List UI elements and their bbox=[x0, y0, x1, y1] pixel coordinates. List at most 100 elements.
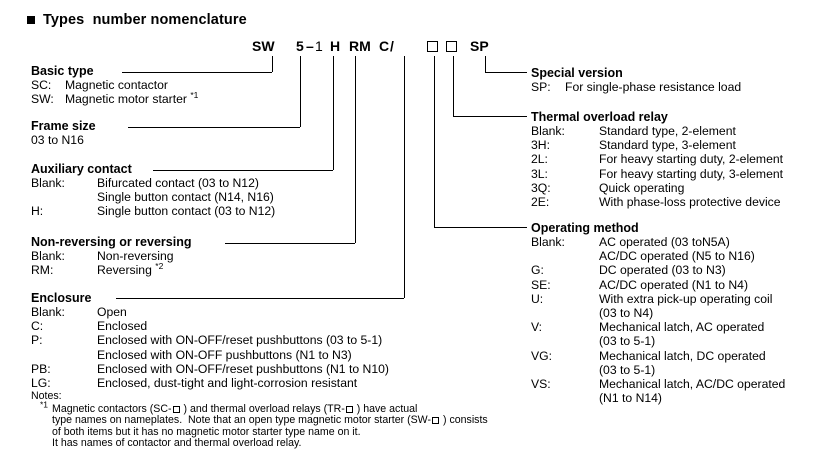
enclosure-option-code: PB: bbox=[31, 361, 51, 376]
operating-method-option: Blank: AC operated (03 toN5A) bbox=[531, 235, 785, 249]
enclosure-option: Enclosed with ON-OFF pushbuttons (N1 to … bbox=[31, 348, 389, 362]
auxiliary-contact-option: H: Single button contact (03 to N12) bbox=[31, 204, 275, 218]
filled-square-bullet-icon bbox=[27, 16, 35, 24]
inline-placeholder-box bbox=[172, 405, 180, 413]
operating-method-option: SE:AC/DC operated (N1 to N4) bbox=[531, 278, 785, 292]
operating-method-option-code bbox=[531, 391, 599, 405]
basic-type-option-code: SW: bbox=[31, 92, 54, 107]
code-token-C: C bbox=[379, 38, 390, 54]
leader-enclosure-horizontal bbox=[116, 298, 404, 299]
leader-thermal-relay-horizontal bbox=[453, 116, 527, 117]
operating-method-option: (03 to 5-1) bbox=[531, 334, 785, 348]
auxiliary-contact-option-code: Blank: bbox=[31, 176, 65, 190]
note-line: of both items but it has no magnetic mot… bbox=[52, 425, 361, 438]
code-token-: / bbox=[390, 38, 394, 54]
leader-frame-size-vertical bbox=[300, 56, 301, 127]
frame-size-option: 03 to N16 bbox=[31, 133, 96, 147]
enclosure-option: LG: Enclosed, dust-tight and light-corros… bbox=[31, 376, 389, 390]
leader-enclosure-vertical bbox=[404, 56, 405, 298]
page-title: Types number nomenclature bbox=[43, 12, 247, 28]
leader-frame-size-horizontal bbox=[128, 127, 300, 128]
auxiliary-contact-option-desc: Single button contact (N14, N16) bbox=[97, 190, 274, 205]
enclosure-option-desc: Enclosed with ON-OFF/reset pushbuttons (… bbox=[97, 333, 383, 348]
code-token-: – bbox=[306, 38, 314, 54]
basic-type-option-desc: Magnetic motor starter *1 bbox=[65, 90, 199, 107]
basic-type-heading: Basic type bbox=[31, 64, 94, 78]
note-marker: *1 bbox=[39, 399, 48, 410]
leader-non-reversing-horizontal bbox=[225, 243, 355, 244]
thermal-overload-relay-option-desc: For heavy starting duty, 3-element bbox=[599, 166, 784, 181]
special-version-heading: Special version bbox=[531, 66, 623, 80]
non-reversing-or-reversing-option-desc: Non-reversing bbox=[97, 249, 174, 263]
non-reversing-or-reversing-option: RM:Reversing *2 bbox=[31, 261, 191, 278]
operating-method-option-desc: AC operated (03 toN5A) bbox=[599, 235, 730, 249]
operating-method-option: G:DC operated (03 to N3) bbox=[531, 263, 785, 277]
auxiliary-contact-option: Single button contact (N14, N16) bbox=[31, 190, 275, 204]
inline-placeholder-box bbox=[345, 405, 353, 413]
leader-non-reversing-vertical bbox=[355, 56, 356, 243]
code-placeholder-box-1 bbox=[427, 41, 438, 52]
leader-operating-horizontal bbox=[434, 227, 527, 228]
frame-size-option-code: 03 to N16 bbox=[31, 133, 84, 147]
leader-auxiliary-vertical bbox=[333, 56, 334, 170]
enclosure-option-code: C: bbox=[31, 319, 44, 334]
enclosure-option-code: LG: bbox=[31, 376, 51, 391]
operating-method-option-code bbox=[531, 363, 599, 377]
thermal-overload-relay-option: 2L:For heavy starting duty, 2-element bbox=[531, 152, 783, 166]
thermal-overload-relay-option: 3Q:Quick operating bbox=[531, 181, 783, 195]
enclosure-option: P: Enclosed with ON-OFF/reset pushbuttons… bbox=[31, 333, 389, 347]
operating-method-option-code: U: bbox=[531, 291, 544, 306]
thermal-overload-relay-option-code: 2L: bbox=[531, 152, 548, 167]
footnote-ref-2: *2 bbox=[155, 261, 164, 272]
footnote-ref-1: *1 bbox=[190, 90, 199, 101]
enclosure-option: Blank: Open bbox=[31, 305, 389, 319]
enclosure-heading: Enclosure bbox=[31, 291, 92, 305]
enclosure-option-code: P: bbox=[31, 333, 43, 348]
operating-method-option: U: With extra pick-up operating coil bbox=[531, 292, 785, 306]
operating-method-option-desc: Mechanical latch, AC operated bbox=[599, 320, 765, 335]
code-token-H: H bbox=[330, 38, 341, 54]
operating-method-option-desc: DC operated (03 to N3) bbox=[599, 263, 726, 278]
basic-type-option: SC:Magnetic contactor bbox=[31, 78, 198, 92]
operating-method-option-desc: With extra pick-up operating coil bbox=[599, 291, 773, 306]
thermal-overload-relay-option: Blank:Standard type, 2-element bbox=[531, 124, 783, 138]
operating-method-option-code bbox=[531, 306, 599, 320]
operating-method-option-code: VS: bbox=[531, 377, 551, 392]
thermal-overload-relay-option: 2E: With phase-loss protective device bbox=[531, 195, 783, 209]
auxiliary-contact-option-desc: Single button contact (03 to N12) bbox=[97, 204, 276, 219]
operating-method-option: AC/DC operated (N5 to N16) bbox=[531, 249, 785, 263]
enclosure-option-code: Blank: bbox=[31, 305, 65, 319]
code-token-5: 5 bbox=[296, 38, 304, 54]
code-placeholder-box-2 bbox=[446, 41, 457, 52]
thermal-overload-relay-option-code: 2E: bbox=[531, 195, 550, 210]
operating-method-option: (03 to N4) bbox=[531, 306, 785, 320]
thermal-overload-relay-option-code: 3Q: bbox=[531, 180, 551, 195]
thermal-overload-relay-option-desc: With phase-loss protective device bbox=[599, 195, 781, 210]
auxiliary-contact-option-code: H: bbox=[31, 204, 44, 219]
operating-method-heading: Operating method bbox=[531, 221, 639, 235]
enclosure-option-desc: Enclosed with ON-OFF pushbuttons (N1 to … bbox=[97, 347, 352, 362]
enclosure-option-desc: Enclosed, dust-tight and light-corrosion… bbox=[97, 376, 358, 391]
operating-method-option: VS:Mechanical latch, AC/DC operated bbox=[531, 377, 785, 391]
operating-method-option-desc: AC/DC operated (N5 to N16) bbox=[599, 249, 755, 264]
operating-method-option-code: Blank: bbox=[531, 235, 565, 249]
thermal-overload-relay-option-code: Blank: bbox=[531, 124, 565, 138]
enclosure-option-desc: Open bbox=[97, 305, 127, 319]
operating-method-option: (03 to 5-1) bbox=[531, 363, 785, 377]
code-token-1: 1 bbox=[315, 38, 323, 54]
leader-basic-type-vertical bbox=[272, 56, 273, 72]
leader-basic-type-horizontal bbox=[122, 72, 272, 73]
code-token-SW: SW bbox=[252, 38, 275, 54]
operating-method-option-code bbox=[531, 249, 599, 263]
thermal-overload-relay-option-code: 3L: bbox=[531, 166, 548, 181]
operating-method-option-desc: AC/DC operated (N1 to N4) bbox=[599, 277, 749, 292]
enclosure-option: PB:Enclosed with ON-OFF/reset pushbutton… bbox=[31, 362, 389, 376]
non-reversing-or-reversing-option-desc: Reversing *2 bbox=[97, 261, 164, 278]
